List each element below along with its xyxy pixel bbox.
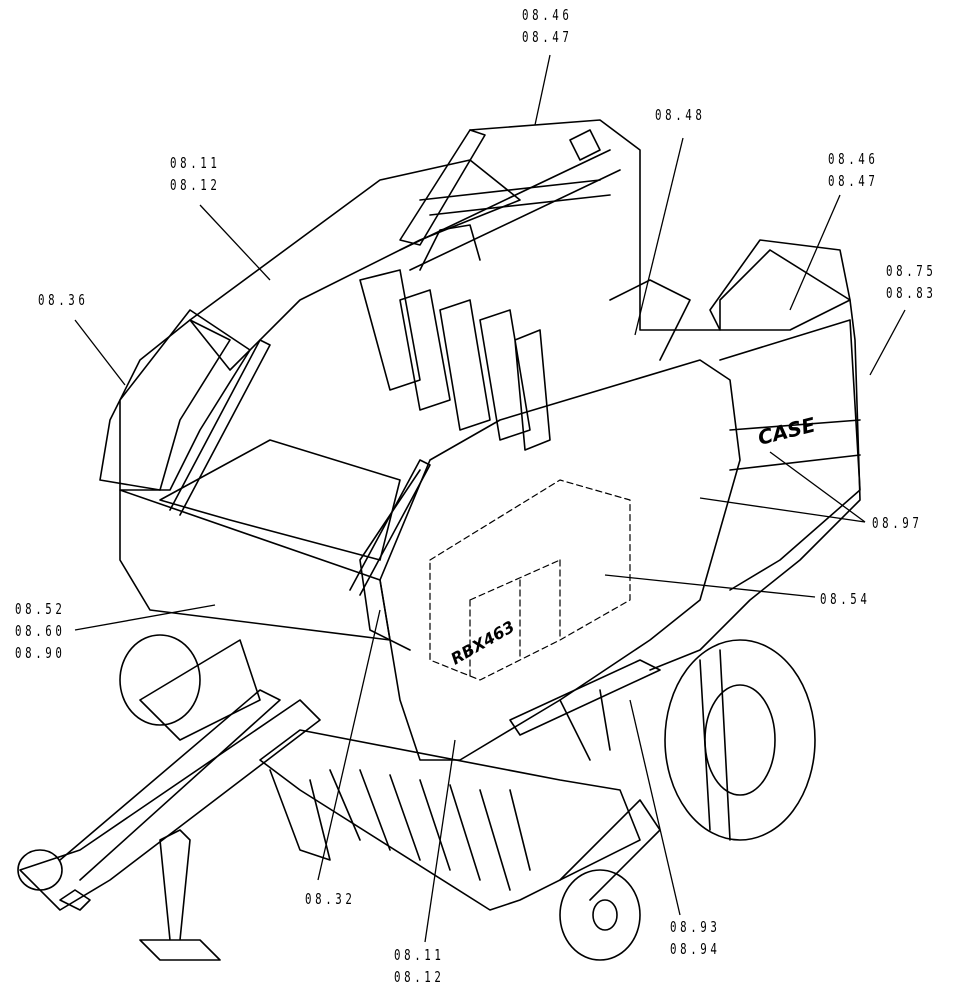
pto-shaft xyxy=(59,689,281,881)
callout-c4-line1: 08.46 xyxy=(828,150,879,168)
callout-c6-line2: 08.83 xyxy=(886,284,937,302)
gauge-wheel-arm xyxy=(559,799,661,901)
jack-stand xyxy=(139,829,221,961)
net-wrap-box xyxy=(429,479,631,681)
pto-end xyxy=(17,849,63,891)
callout-c3-line2: 08.12 xyxy=(170,176,221,194)
callout-c8: 08.54 xyxy=(820,588,871,610)
rear-side-panel xyxy=(719,319,861,591)
callout-c4-line2: 08.47 xyxy=(828,172,879,190)
callout-c1-line2: 08.47 xyxy=(522,28,573,46)
main-tyre-rim xyxy=(704,684,776,796)
leader-c5 xyxy=(74,319,126,386)
hitch-eye xyxy=(59,889,91,911)
callout-c2-line1: 08.48 xyxy=(655,106,706,124)
frame-cross xyxy=(419,179,611,216)
callout-c8-line1: 08.54 xyxy=(820,590,871,608)
chamber-roller-2 xyxy=(419,224,481,271)
left-curved-cover xyxy=(99,319,231,491)
left-front-panel xyxy=(119,489,391,641)
leader-c10 xyxy=(317,609,381,881)
rear-gate-outline xyxy=(469,119,861,671)
callout-c3: 08.11 08.12 xyxy=(170,152,221,196)
callout-c1-line1: 08.46 xyxy=(522,6,573,24)
pickup-housing xyxy=(259,729,641,911)
callout-c6-line1: 08.75 xyxy=(886,262,937,280)
lower-rail xyxy=(509,659,661,736)
callout-c2: 08.48 xyxy=(655,104,706,126)
callout-c6: 08.75 08.83 xyxy=(886,260,937,304)
rear-top-panel xyxy=(709,239,851,331)
leader-c8 xyxy=(604,574,816,598)
pickup-tines xyxy=(329,769,531,891)
model-decal: RBX463 xyxy=(448,617,518,669)
hood-edge xyxy=(359,469,421,651)
stripe-top xyxy=(729,419,861,431)
callout-c11-line1: 08.93 xyxy=(670,918,721,936)
left-arm xyxy=(399,129,486,246)
leader-c11 xyxy=(629,699,681,916)
pickup-guard xyxy=(269,769,331,861)
callout-c10: 08.32 xyxy=(305,888,356,910)
callout-c9-line3: 08.90 xyxy=(15,644,66,662)
callout-c12: 08.11 08.12 xyxy=(394,944,445,988)
roller-right xyxy=(609,279,691,361)
front-upper-panel xyxy=(189,159,521,371)
handrail-right xyxy=(349,459,431,596)
callout-c11: 08.93 08.94 xyxy=(670,916,721,960)
leader-c3 xyxy=(199,204,271,281)
callout-c5: 08.36 xyxy=(38,289,89,311)
top-roller xyxy=(399,129,621,271)
gauge-wheel xyxy=(559,869,641,961)
callout-c12-line1: 08.11 xyxy=(394,946,445,964)
leader-c2 xyxy=(634,137,684,336)
main-hood xyxy=(379,359,741,761)
drawbar xyxy=(19,699,321,911)
handrail-left xyxy=(169,339,271,516)
callout-c9-line2: 08.60 xyxy=(15,622,66,640)
callout-c9: 08.52 08.60 08.90 xyxy=(15,598,66,664)
left-gearbox-wheel xyxy=(119,634,201,726)
callout-c3-line1: 08.11 xyxy=(170,154,221,172)
leader-lines xyxy=(74,54,906,943)
net-wrap-inner xyxy=(469,559,561,681)
callout-c11-line2: 08.94 xyxy=(670,940,721,958)
leader-c7b xyxy=(699,497,866,523)
leader-c12 xyxy=(424,739,456,943)
left-top-shelf xyxy=(159,439,401,561)
leader-c1 xyxy=(534,54,551,126)
main-tyre xyxy=(664,639,816,841)
callout-c9-line1: 08.52 xyxy=(15,600,66,618)
callout-c1: 08.46 08.47 xyxy=(522,4,573,48)
bottom-pipes xyxy=(559,689,611,761)
callout-c7-line1: 08.97 xyxy=(872,514,923,532)
leader-c9 xyxy=(74,604,216,631)
leader-c6 xyxy=(869,309,906,376)
callout-c12-line2: 08.12 xyxy=(394,968,445,986)
leader-c7a xyxy=(769,451,866,523)
callout-c4: 08.46 08.47 xyxy=(828,148,879,192)
left-hood xyxy=(119,309,251,491)
belts xyxy=(359,269,551,451)
stripe-bottom xyxy=(729,454,861,471)
callout-c5-line1: 08.36 xyxy=(38,291,89,309)
leader-c4 xyxy=(789,194,841,311)
gauge-wheel-hub xyxy=(592,899,618,931)
callout-c7: 08.97 xyxy=(872,512,923,534)
callout-c10-line1: 08.32 xyxy=(305,890,356,908)
main-tyre-tread xyxy=(699,649,731,841)
left-side-crop-guide xyxy=(139,639,261,741)
brand-logo: CASE xyxy=(755,412,818,449)
